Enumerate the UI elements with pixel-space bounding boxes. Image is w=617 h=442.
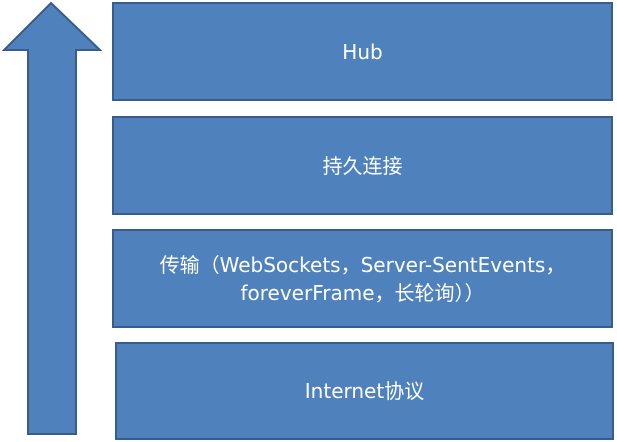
transport-label-line2: foreverFrame，长轮询））: [240, 280, 485, 305]
hub-layer: Hub: [112, 2, 613, 101]
persistent-connection-layer-label: 持久连接: [322, 153, 403, 178]
transport-label-line1: 传输（WebSockets，Server-SentEvents，: [159, 252, 566, 277]
persistent-connection-layer: 持久连接: [112, 116, 613, 215]
internet-protocol-layer-label: Internet协议: [304, 379, 425, 403]
hub-layer-label: Hub: [342, 39, 383, 64]
transport-layer-label: 传输（WebSockets，Server-SentEvents， forever…: [160, 251, 566, 307]
transport-layer: 传输（WebSockets，Server-SentEvents， forever…: [112, 229, 613, 328]
internet-protocol-layer: Internet协议: [115, 342, 614, 440]
arrow-shape: [1, 1, 103, 435]
